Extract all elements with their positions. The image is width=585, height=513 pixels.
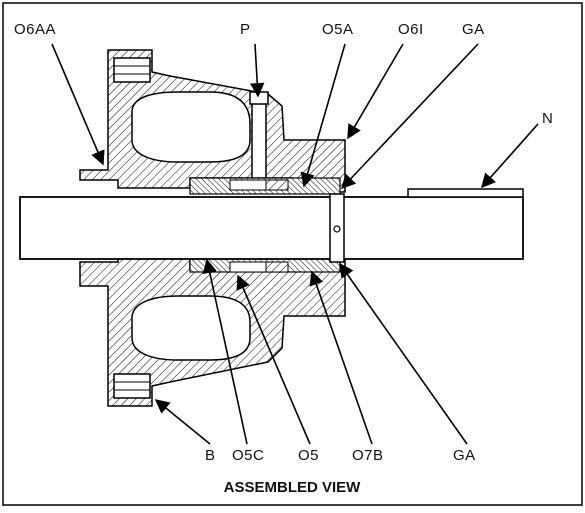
housing-lower-cavity xyxy=(131,295,251,361)
caption-assembled-view: ASSEMBLED VIEW xyxy=(224,479,362,496)
callout-07b: O7B xyxy=(352,447,384,464)
leader-lines xyxy=(51,43,539,445)
callout-06i: O6I xyxy=(398,21,424,38)
shaft xyxy=(19,196,524,260)
callout-ga-bottom: GA xyxy=(453,447,476,464)
callout-05: O5 xyxy=(298,447,319,464)
callout-05a: O5A xyxy=(322,21,354,38)
callout-n: N xyxy=(542,110,553,127)
lower-bolt xyxy=(113,373,151,399)
callout-06aa: O6AA xyxy=(14,21,56,38)
upper-bolt xyxy=(113,57,151,83)
callout-05c: O5C xyxy=(232,447,264,464)
drawing-border xyxy=(2,2,583,506)
housing-upper-cavity xyxy=(131,91,251,163)
port-p-fitting xyxy=(251,95,267,179)
callout-ga-top: GA xyxy=(462,21,485,38)
keyway-n xyxy=(407,188,524,198)
callout-p: P xyxy=(240,21,251,38)
callout-b: B xyxy=(205,447,216,464)
